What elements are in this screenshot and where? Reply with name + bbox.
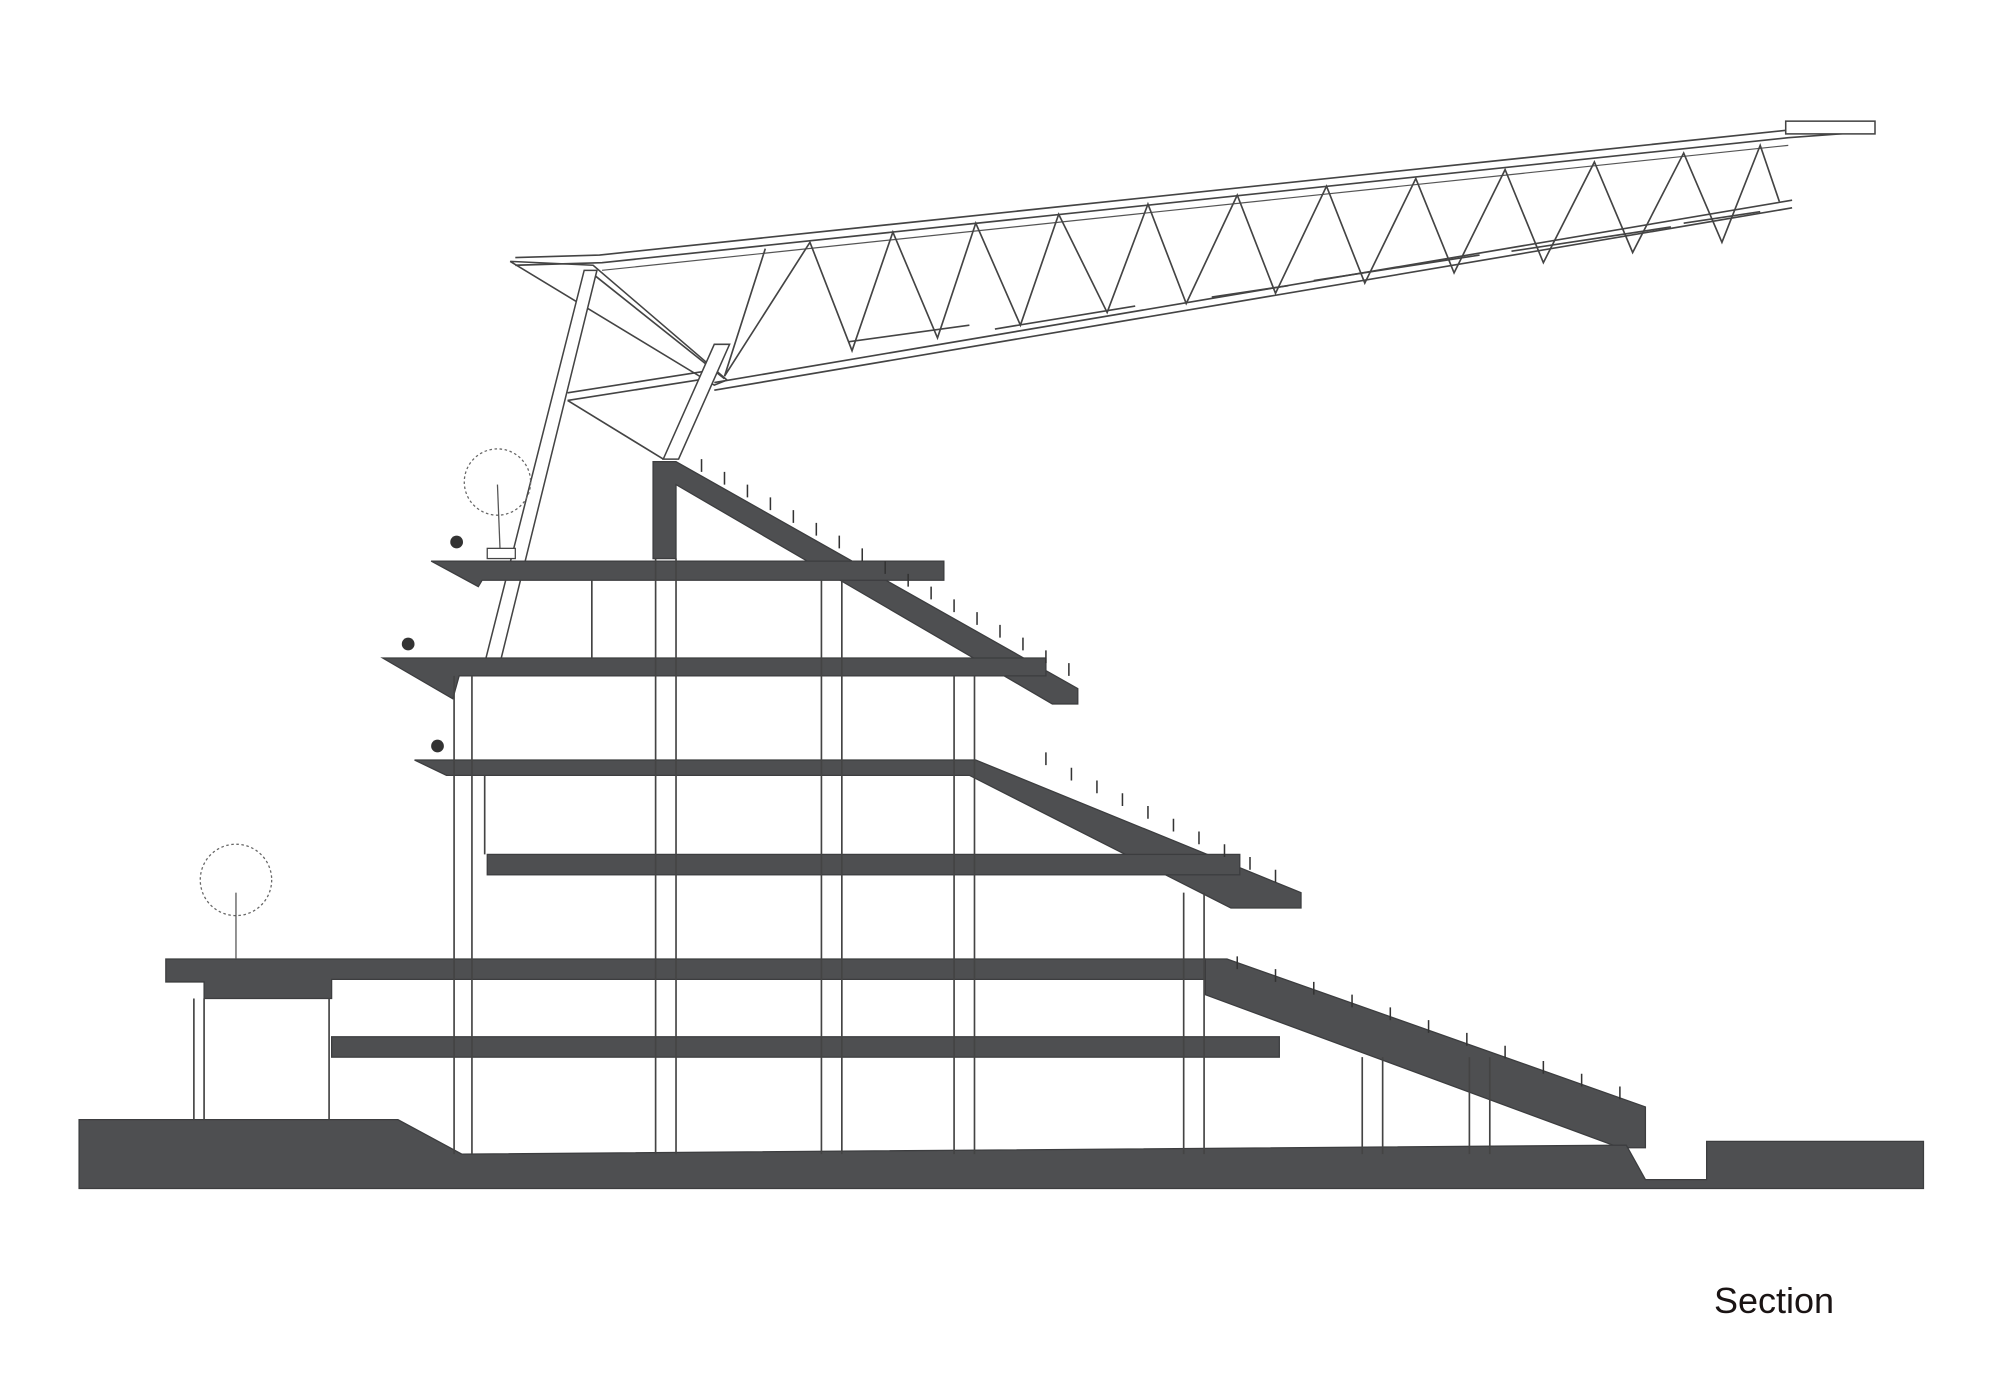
tree-upper: [463, 448, 532, 560]
lower-tier: [78, 958, 1925, 1190]
planters: [401, 535, 464, 753]
columns: [193, 558, 1491, 1155]
seats: [700, 459, 1621, 1100]
tree-lower: [199, 843, 273, 959]
drawing-caption: Section: [1714, 1280, 1835, 1321]
roof-truss: [483, 120, 1876, 664]
